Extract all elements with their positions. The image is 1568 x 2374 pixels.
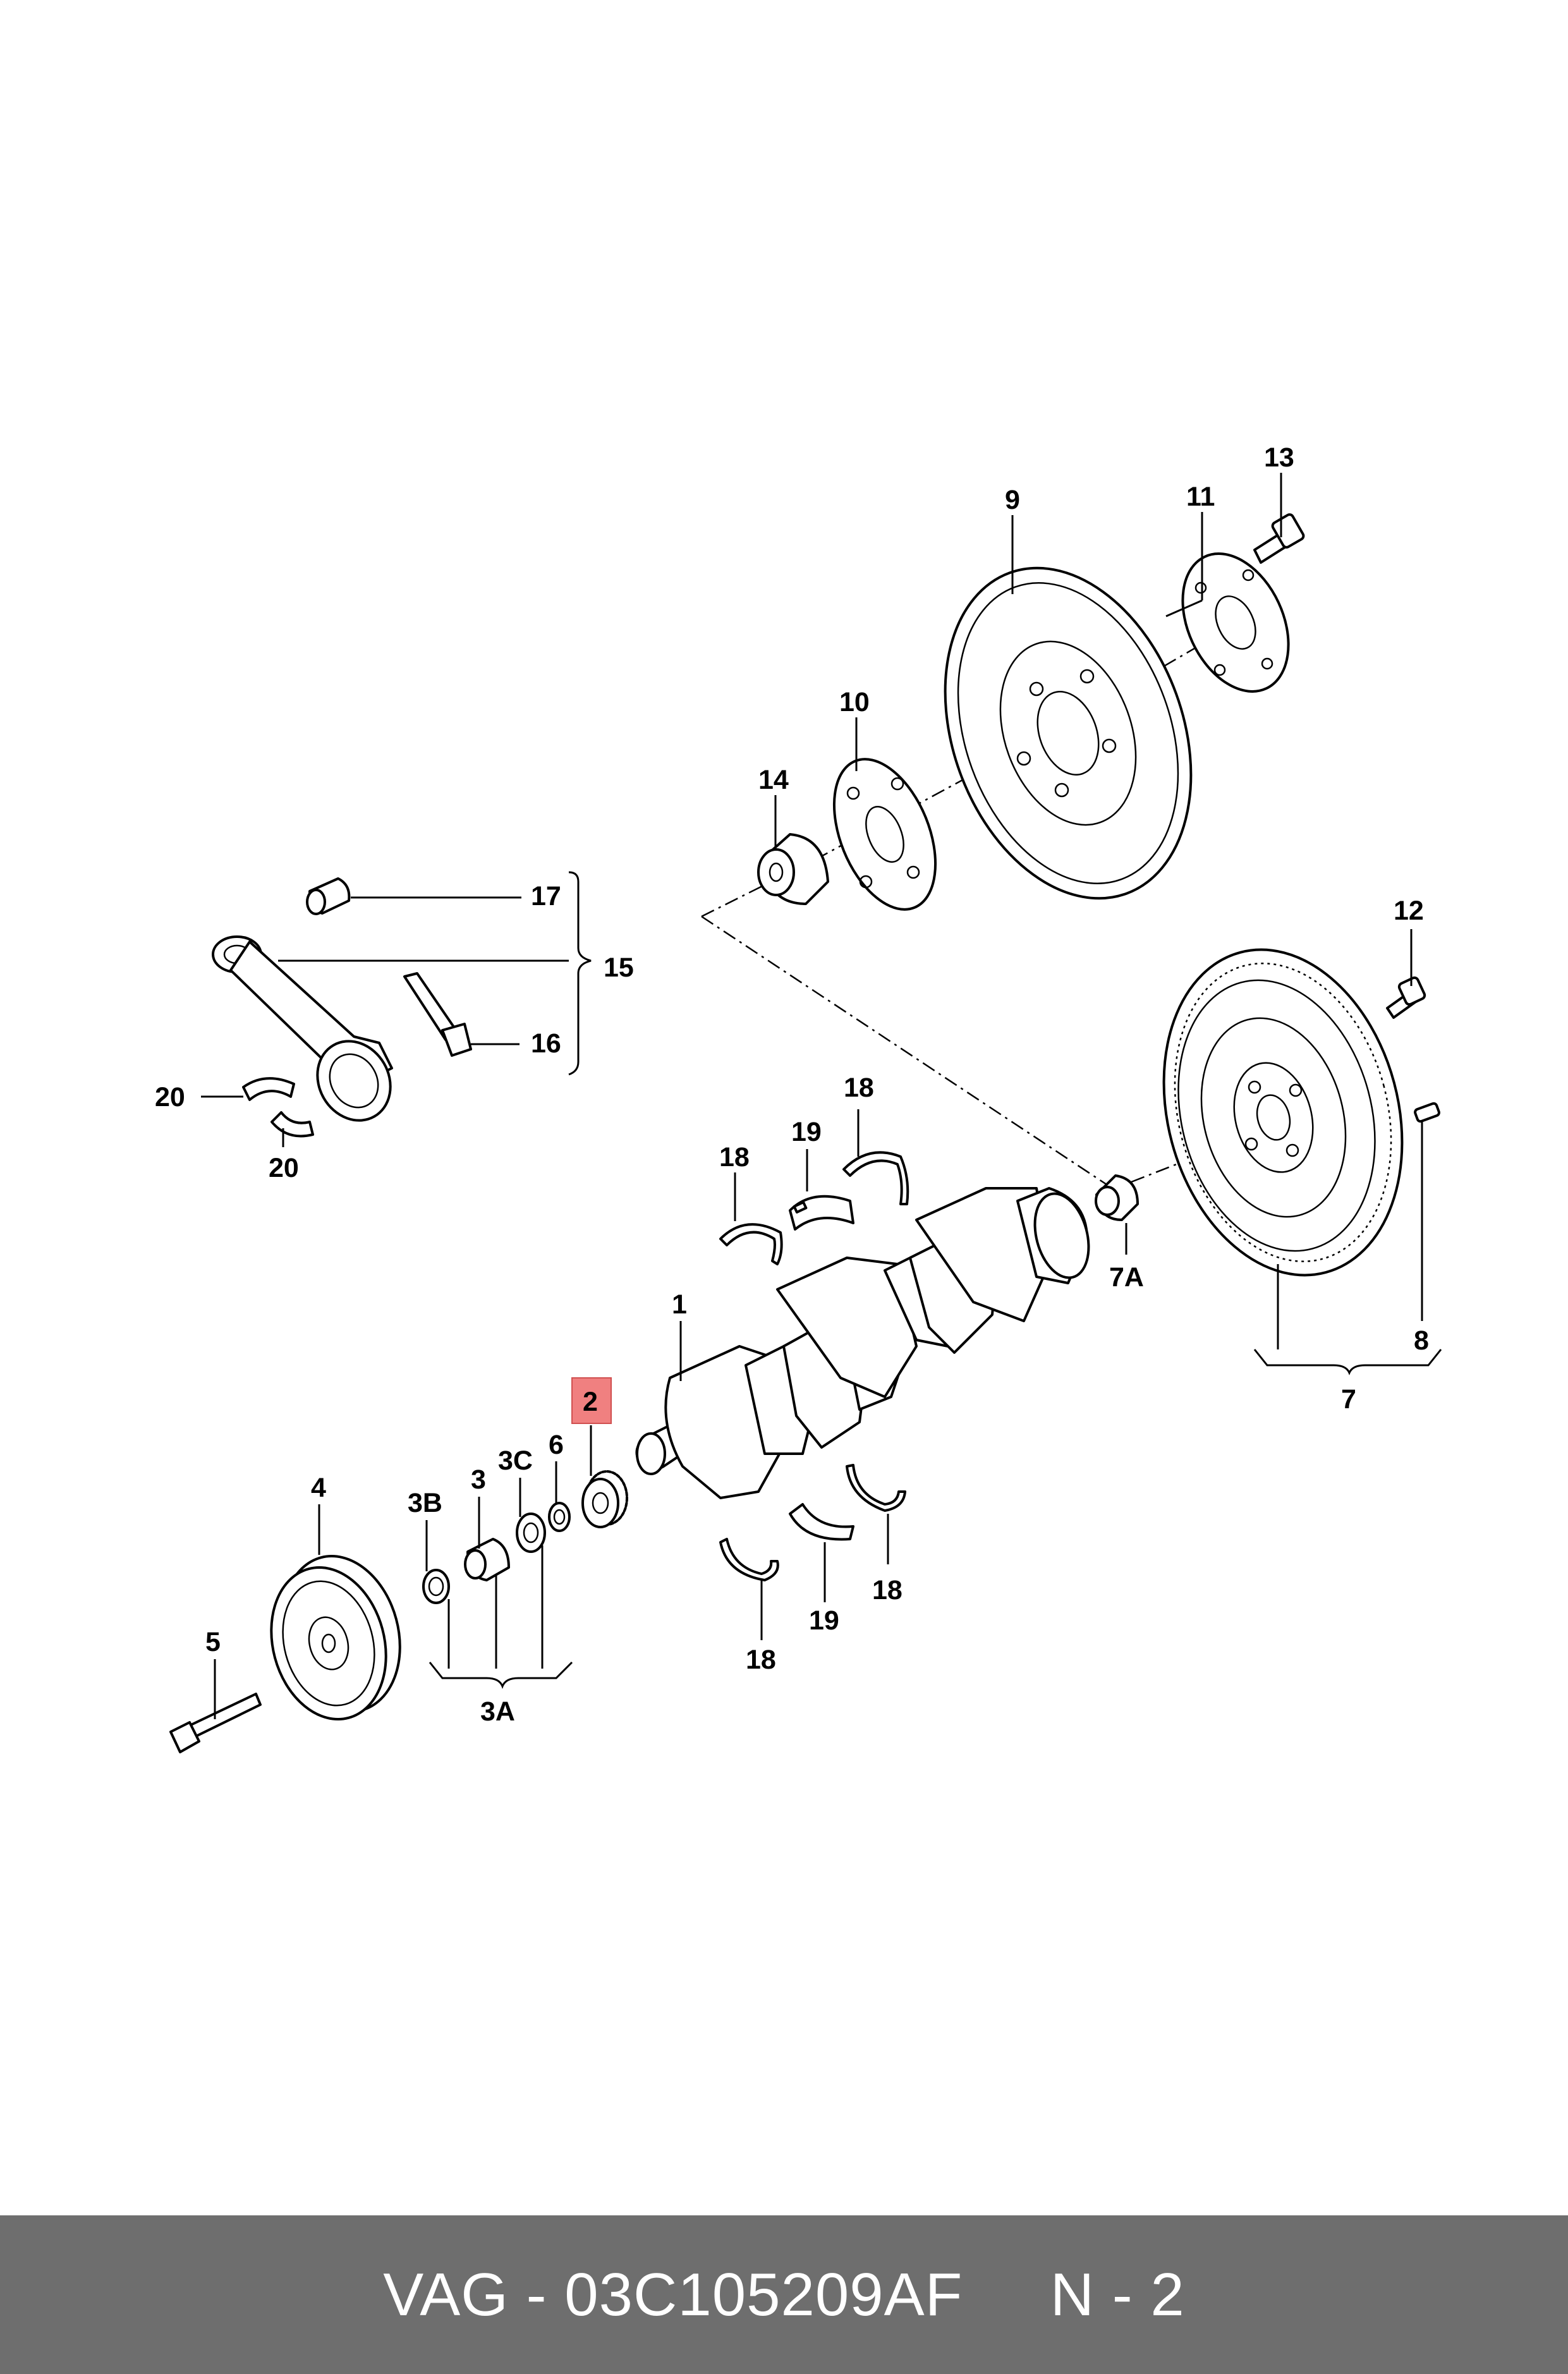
parts-diagram: 13 9 11 10 14 17 15 16 20 20 12 18 19 18… <box>155 442 1442 1753</box>
label-20-left: 20 <box>155 1082 185 1112</box>
label-19-upper: 19 <box>791 1117 822 1147</box>
label-18-upper-left: 18 <box>719 1142 750 1172</box>
label-3: 3 <box>471 1464 486 1495</box>
footer-bar: VAG - 03C105209AF N - 2 <box>0 2215 1568 2374</box>
label-4: 4 <box>311 1473 326 1503</box>
bearing-shell-upper[interactable] <box>789 1195 854 1231</box>
piston-pin-bush[interactable] <box>306 877 351 915</box>
rod-bolt[interactable] <box>403 972 472 1057</box>
plate-10[interactable] <box>814 745 955 924</box>
sprocket-gear[interactable] <box>581 1470 628 1528</box>
label-20-bottom: 20 <box>269 1153 299 1183</box>
label-3c: 3C <box>498 1446 533 1476</box>
dowel-pin-8[interactable] <box>1414 1102 1440 1123</box>
rod-bearing-shell-upper[interactable] <box>242 1077 295 1101</box>
label-5: 5 <box>205 1627 221 1657</box>
pulley-bolt[interactable] <box>169 1693 262 1753</box>
leader-lines <box>201 473 1442 1719</box>
label-13: 13 <box>1264 442 1294 473</box>
flywheel-plate[interactable] <box>902 533 1235 933</box>
sleeve-3[interactable] <box>464 1538 510 1581</box>
label-8: 8 <box>1414 1325 1429 1356</box>
bearing-shell-lower[interactable] <box>789 1503 854 1541</box>
label-17: 17 <box>531 881 561 911</box>
callout-labels: 13 9 11 10 14 17 15 16 20 20 12 18 19 18… <box>155 442 1429 1727</box>
bolt-13[interactable] <box>1253 513 1305 564</box>
rod-bearing-shell-lower[interactable] <box>270 1111 314 1138</box>
crankshaft[interactable] <box>635 1187 1098 1499</box>
label-9: 9 <box>1005 485 1020 515</box>
label-3a: 3A <box>480 1696 515 1727</box>
label-7: 7 <box>1341 1384 1356 1415</box>
thrust-washer-lower-right[interactable] <box>846 1464 906 1512</box>
label-7a: 7A <box>1109 1262 1144 1293</box>
label-2: 2 <box>583 1387 598 1417</box>
ring-6[interactable] <box>548 1502 571 1532</box>
bolt-12[interactable] <box>1386 976 1426 1019</box>
vibration-damper-pulley[interactable] <box>255 1543 416 1732</box>
lock-washer-3c[interactable] <box>516 1513 546 1553</box>
label-15: 15 <box>604 953 634 983</box>
label-1: 1 <box>672 1289 687 1320</box>
bush-14[interactable] <box>757 833 829 905</box>
label-18-upper-right: 18 <box>844 1073 874 1103</box>
highlight-box <box>571 1377 612 1424</box>
thrust-washer-upper-right[interactable] <box>842 1151 909 1205</box>
label-16: 16 <box>531 1028 561 1059</box>
thrust-washer-lower-left[interactable] <box>719 1538 779 1581</box>
connecting-rod[interactable] <box>212 935 404 1134</box>
shim-plate[interactable] <box>1162 537 1309 709</box>
label-14: 14 <box>758 765 789 795</box>
bush-7a[interactable] <box>1095 1174 1139 1221</box>
label-19-lower: 19 <box>809 1605 839 1636</box>
label-10: 10 <box>839 687 870 717</box>
label-18-lower-right: 18 <box>872 1575 903 1605</box>
dual-mass-flywheel[interactable] <box>1129 923 1437 1302</box>
ring-3b[interactable] <box>422 1569 450 1604</box>
part-number-caption: VAG - 03C105209AF N - 2 <box>383 2261 1185 2328</box>
label-12: 12 <box>1394 896 1424 926</box>
label-3b: 3B <box>408 1488 442 1518</box>
thrust-washer-upper-left[interactable] <box>719 1223 783 1265</box>
label-11: 11 <box>1186 482 1215 512</box>
label-6: 6 <box>549 1430 564 1460</box>
label-18-lower-left: 18 <box>746 1645 776 1675</box>
